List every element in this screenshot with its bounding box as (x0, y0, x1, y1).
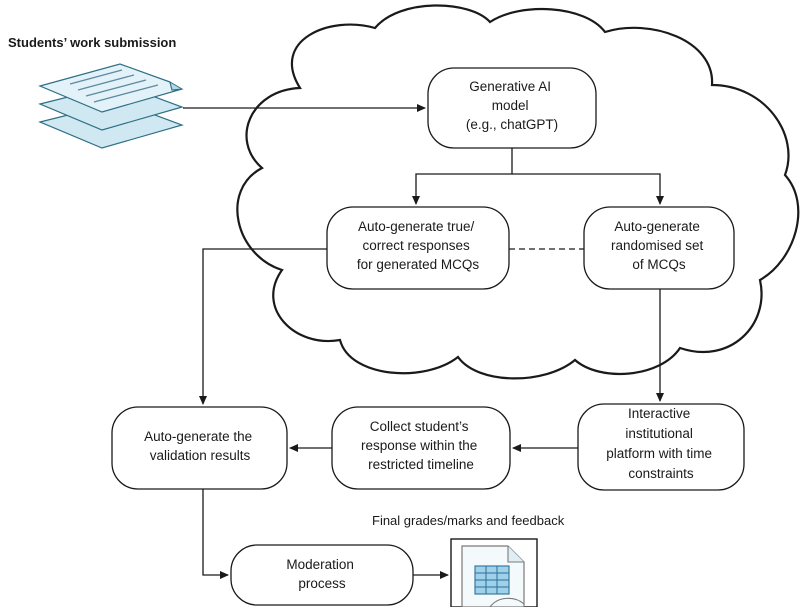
ai-model-line-1: Generative AI (469, 79, 551, 94)
arrow-ai-split (412, 148, 513, 205)
ai-model-node: Generative AI model (e.g., chatGPT) (427, 67, 597, 149)
svg-text:Collect student’s respon: Collect student’s response within the re… (361, 419, 481, 472)
validation-line-1: Auto-generate the (144, 429, 252, 444)
document-stack-icon (38, 63, 184, 149)
moderation-line-1: Moderation (286, 557, 354, 572)
svg-text:Auto-generate the valida: Auto-generate the validation results (144, 429, 256, 463)
true-responses-line-2: correct responses (362, 238, 470, 253)
moderation-line-2: process (298, 576, 346, 591)
randomised-mcqs-line-3: of MCQs (632, 257, 686, 272)
ai-model-line-3: (e.g., chatGPT) (466, 117, 558, 132)
ai-model-line-2: model (492, 98, 529, 113)
final-grades-caption: Final grades/marks and feedback (372, 513, 565, 528)
platform-line-1: Interactive (628, 406, 690, 421)
collect-response-node: Collect student’s response within the re… (331, 406, 511, 490)
cloud-shape (236, 4, 800, 380)
spreadsheet-document-icon (450, 538, 538, 607)
true-responses-line-3: for generated MCQs (357, 257, 480, 272)
platform-line-2: institutional (625, 426, 693, 441)
submission-caption: Students’ work submission (8, 35, 176, 50)
svg-text:Generative AI model: Generative AI model (e.g., chatGPT) (466, 79, 558, 132)
randomised-mcqs-line-2: randomised set (611, 238, 704, 253)
true-responses-node: Auto-generate true/ correct responses fo… (326, 206, 510, 290)
svg-text:Moderation process: Moderation process (286, 557, 357, 591)
svg-text:Auto-generate randomised: Auto-generate randomised set of MCQs (611, 219, 707, 272)
platform-node: Interactive institutional platform with … (577, 403, 745, 491)
collect-line-3: restricted timeline (368, 457, 474, 472)
collect-line-2: response within the (361, 438, 477, 453)
collect-line-1: Collect student’s (370, 419, 469, 434)
svg-text:Interactive institutiona: Interactive institutional platform with … (606, 406, 716, 481)
randomised-mcqs-node: Auto-generate randomised set of MCQs (583, 206, 735, 290)
svg-text:Auto-generate true/ corr: Auto-generate true/ correct responses fo… (357, 219, 480, 272)
platform-line-4: constraints (628, 466, 694, 481)
validation-node: Auto-generate the validation results (111, 406, 288, 490)
true-responses-line-1: Auto-generate true/ (358, 219, 475, 234)
arrow-ai-to-randomised (512, 173, 664, 205)
arrow-responses-to-validation (199, 248, 327, 405)
platform-line-3: platform with time (606, 446, 712, 461)
arrow-validation-to-moderation (202, 489, 229, 579)
moderation-node: Moderation process (230, 544, 414, 606)
validation-line-2: validation results (150, 448, 251, 463)
randomised-mcqs-line-1: Auto-generate (614, 219, 700, 234)
